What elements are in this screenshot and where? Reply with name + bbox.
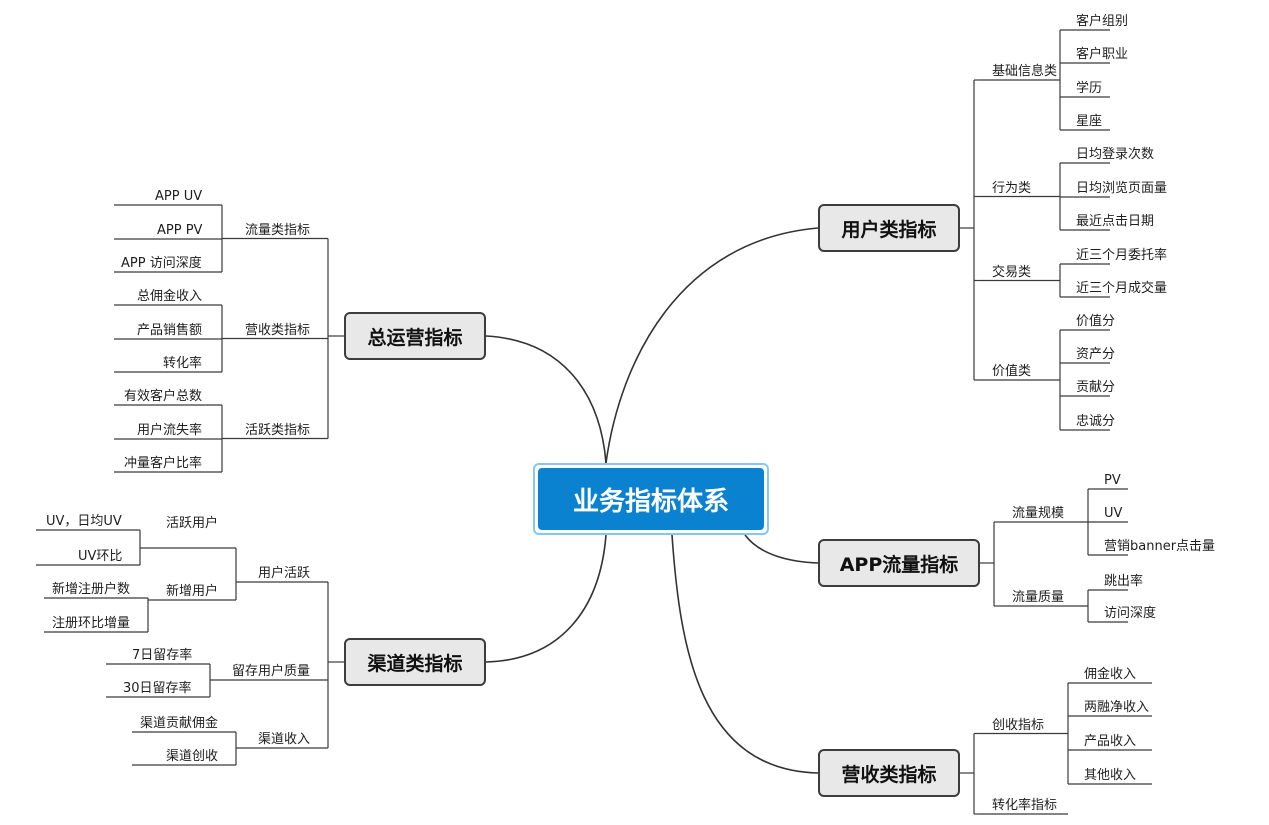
ops-leaf-1-1[interactable]: 产品销售额 [137,323,203,338]
revenue-leaf-0-0[interactable]: 佣金收入 [1084,667,1137,682]
ops-leaf-1-2[interactable]: 转化率 [163,356,203,371]
branch-connector [671,534,819,774]
channel-leaf-2-0-0[interactable]: 渠道贡献佣金 [140,716,219,731]
channel-leaf-0-0-1[interactable]: UV环比 [78,549,123,564]
channel-leaf-1-0-0[interactable]: 7日留存率 [132,648,193,663]
branch-total-ops[interactable]: 总运营指标 [344,312,486,360]
channel-group-0-1[interactable]: 新增用户 [166,584,219,599]
app-leaf-1-1[interactable]: 访问深度 [1104,606,1157,621]
user-leaf-1-2[interactable]: 最近点击日期 [1076,214,1155,229]
ops-leaf-0-0[interactable]: APP UV [155,189,203,204]
ops-leaf-1-0[interactable]: 总佣金收入 [137,289,203,304]
user-leaf-3-1[interactable]: 资产分 [1076,347,1116,362]
user-leaf-0-2[interactable]: 学历 [1076,81,1103,96]
user-sub-1[interactable]: 行为类 [992,180,1032,196]
ops-sub-2[interactable]: 活跃类指标 [245,422,311,438]
user-sub-0[interactable]: 基础信息类 [992,64,1058,79]
ops-sub-0[interactable]: 流量类指标 [245,222,311,238]
root-node-label: 业务指标体系 [538,468,764,530]
user-leaf-0-3[interactable]: 星座 [1076,114,1103,129]
revenue-leaf-0-3[interactable]: 其他收入 [1084,768,1137,783]
app-sub-1[interactable]: 流量质量 [1012,590,1065,605]
channel-group-0-0[interactable]: 活跃用户 [166,516,219,531]
ops-sub-1[interactable]: 营收类指标 [245,322,311,338]
channel-leaf-1-0-1[interactable]: 30日留存率 [123,681,192,696]
revenue-leaf-0-2[interactable]: 产品收入 [1084,734,1137,749]
branch-connector [605,227,819,464]
branch-connector [744,534,819,564]
ops-leaf-2-0[interactable]: 有效客户总数 [124,389,203,404]
user-leaf-1-0[interactable]: 日均登录次数 [1076,147,1155,162]
user-leaf-0-1[interactable]: 客户职业 [1076,47,1129,62]
revenue-leaf-0-1[interactable]: 两融净收入 [1084,700,1150,715]
app-leaf-1-0[interactable]: 跳出率 [1104,574,1144,589]
branch-revenue[interactable]: 营收类指标 [818,749,960,797]
channel-sub-2[interactable]: 渠道收入 [258,732,311,747]
user-leaf-2-0[interactable]: 近三个月委托率 [1076,248,1168,263]
channel-leaf-2-0-1[interactable]: 渠道创收 [166,749,219,764]
app-leaf-0-2[interactable]: 营销banner点击量 [1104,539,1216,554]
user-leaf-2-1[interactable]: 近三个月成交量 [1076,281,1168,296]
user-leaf-3-3[interactable]: 忠诚分 [1076,414,1116,429]
user-leaf-3-0[interactable]: 价值分 [1076,314,1116,329]
revenue-sub-0[interactable]: 创收指标 [992,717,1045,733]
ops-leaf-0-1[interactable]: APP PV [157,223,203,238]
app-sub-0[interactable]: 流量规模 [1012,506,1065,521]
channel-sub-0[interactable]: 用户活跃 [258,566,311,581]
user-leaf-0-0[interactable]: 客户组别 [1076,14,1129,29]
branch-connector [485,534,607,663]
app-leaf-0-0[interactable]: PV [1104,473,1121,488]
channel-leaf-0-1-0[interactable]: 新增注册户数 [52,582,131,597]
revenue-sub-1[interactable]: 转化率指标 [992,798,1058,813]
user-leaf-3-2[interactable]: 贡献分 [1076,380,1116,395]
user-sub-3[interactable]: 价值类 [992,364,1032,379]
branch-user[interactable]: 用户类指标 [818,204,960,252]
channel-leaf-0-0-0[interactable]: UV，日均UV [46,514,122,529]
branch-channel[interactable]: 渠道类指标 [344,638,486,686]
ops-leaf-2-1[interactable]: 用户流失率 [137,423,203,438]
branch-app-traffic[interactable]: APP流量指标 [818,539,980,587]
channel-leaf-0-1-1[interactable]: 注册环比增量 [52,616,131,631]
app-leaf-0-1[interactable]: UV [1104,506,1123,521]
channel-sub-1[interactable]: 留存用户质量 [232,664,311,679]
branch-connector [485,335,607,464]
user-sub-2[interactable]: 交易类 [992,264,1032,280]
ops-leaf-0-2[interactable]: APP 访问深度 [121,256,202,271]
root-node[interactable]: 业务指标体系 [533,463,769,535]
ops-leaf-2-2[interactable]: 冲量客户比率 [124,456,203,471]
user-leaf-1-1[interactable]: 日均浏览页面量 [1076,181,1168,196]
